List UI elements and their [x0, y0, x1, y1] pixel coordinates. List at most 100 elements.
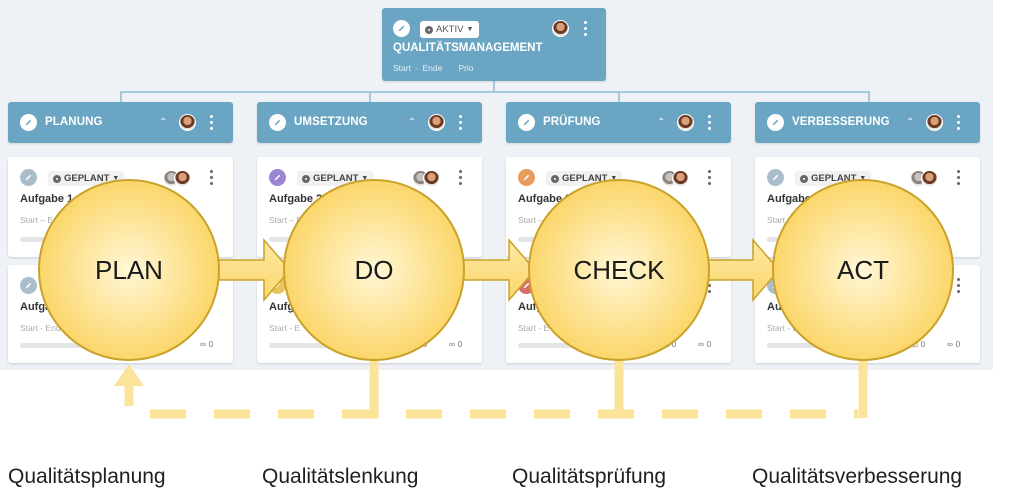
link-count[interactable]: ∞ 0	[947, 339, 960, 349]
more-options-icon[interactable]	[708, 115, 712, 130]
more-options-icon[interactable]	[708, 170, 712, 185]
link-count[interactable]: ∞ 0	[200, 339, 213, 349]
link-count-value: 0	[955, 339, 961, 349]
edit-pencil-icon[interactable]	[518, 114, 535, 131]
avatar[interactable]	[552, 20, 569, 37]
task-dates: Start - E	[518, 323, 550, 333]
edit-pencil-icon[interactable]	[20, 277, 37, 294]
chevron-up-icon[interactable]: ⌃	[159, 117, 168, 128]
column-header-2[interactable]: UMSETZUNG⌃	[257, 102, 482, 143]
assignee-avatars[interactable]	[163, 170, 197, 187]
status-dropdown[interactable]: AKTIV ▼	[420, 21, 480, 38]
edit-pencil-icon[interactable]	[518, 169, 535, 186]
more-options-icon[interactable]	[210, 170, 214, 185]
more-options-icon[interactable]	[459, 170, 463, 185]
comment-count-value: 0	[173, 339, 179, 349]
task-dates: Start – E	[20, 215, 54, 225]
avatar[interactable]	[179, 114, 196, 131]
edit-pencil-icon[interactable]	[393, 20, 410, 37]
link-count-value: 0	[457, 339, 463, 349]
edit-pencil-icon[interactable]	[767, 277, 784, 294]
comment-count[interactable]: □ 0	[166, 339, 178, 349]
more-options-icon[interactable]	[459, 278, 463, 293]
more-options-icon[interactable]	[957, 115, 961, 130]
root-meta-prio: Prio	[458, 63, 474, 73]
link-icon: ∞	[200, 339, 207, 349]
more-options-icon[interactable]	[708, 278, 712, 293]
progress-bar	[518, 343, 668, 348]
column-header-3[interactable]: PRÜFUNG ⌃	[506, 102, 731, 143]
root-node-card[interactable]: AKTIV ▼ QUALITÄTSMANAGEMENT Start - Ende…	[382, 8, 606, 81]
link-count[interactable]: ∞ 0	[698, 339, 711, 349]
edit-pencil-icon[interactable]	[20, 114, 37, 131]
chevron-up-icon[interactable]: ⌃	[408, 117, 417, 128]
task-title: Au	[767, 301, 782, 313]
more-options-icon[interactable]	[210, 115, 214, 130]
column-title: VERBESSERUNG	[792, 116, 890, 128]
more-options-icon[interactable]	[957, 278, 961, 293]
avatar[interactable]	[428, 114, 445, 131]
status-dot-icon	[800, 174, 808, 183]
avatar[interactable]	[677, 114, 694, 131]
edit-pencil-icon[interactable]	[767, 169, 784, 186]
column-header-4[interactable]: VERBESSERUNG ⌃	[755, 102, 980, 143]
column-header-1[interactable]: PLANUNG ⌃	[8, 102, 233, 143]
more-options-icon[interactable]	[584, 21, 588, 36]
chevron-down-icon: ▼	[859, 175, 867, 182]
task-dates: Start – E	[767, 215, 801, 225]
comment-count[interactable]: □ 0	[415, 339, 427, 349]
column-title: PLANUNG	[45, 116, 103, 128]
chevron-down-icon: ▼	[610, 175, 618, 182]
more-options-icon[interactable]	[210, 278, 214, 293]
progress-bar	[20, 343, 170, 348]
task-dates: Start - E	[269, 323, 301, 333]
status-dropdown[interactable]: GEPLANT▼	[48, 171, 125, 186]
link-icon: ∞	[698, 339, 705, 349]
edit-pencil-icon[interactable]	[767, 114, 784, 131]
edit-pencil-icon[interactable]	[518, 277, 535, 294]
chevron-down-icon: ▼	[361, 175, 369, 182]
column-title: PRÜFUNG	[543, 116, 601, 128]
edit-pencil-icon[interactable]	[269, 114, 286, 131]
more-options-icon[interactable]	[459, 115, 463, 130]
assignee-avatars[interactable]	[661, 170, 695, 187]
org-board: AKTIV ▼ QUALITÄTSMANAGEMENT Start - Ende…	[0, 0, 993, 370]
task-title: Aufga	[269, 301, 301, 313]
status-dropdown[interactable]: GEPLANT▼	[546, 171, 623, 186]
assignee-avatars[interactable]	[910, 170, 944, 187]
link-count[interactable]: ∞ 0	[449, 339, 462, 349]
progress-bar	[518, 237, 668, 242]
link-icon: ∞	[947, 339, 954, 349]
edit-pencil-icon[interactable]	[269, 169, 286, 186]
task-dates: Start – E	[518, 215, 552, 225]
chevron-up-icon[interactable]: ⌃	[657, 117, 666, 128]
status-label: GEPLANT	[562, 173, 608, 184]
edit-pencil-icon[interactable]	[20, 169, 37, 186]
status-dot-icon	[302, 174, 310, 183]
avatar	[423, 170, 440, 187]
task-card[interactable]: GEPLANT▼ Aufgabe 3 Start – E	[506, 157, 731, 257]
progress-bar	[269, 237, 419, 242]
chevron-up-icon[interactable]: ⌃	[906, 117, 915, 128]
chevron-down-icon: ▼	[466, 26, 474, 33]
comment-count[interactable]: □ 0	[913, 339, 925, 349]
status-dropdown[interactable]: GEPLANT▼	[795, 171, 872, 186]
link-icon: ∞	[449, 339, 456, 349]
edit-pencil-icon[interactable]	[269, 277, 286, 294]
chevron-down-icon: ▼	[112, 175, 120, 182]
task-title: Aufgabe 3	[518, 193, 572, 205]
status-label: GEPLANT	[811, 173, 857, 184]
avatar[interactable]	[926, 114, 943, 131]
comment-count[interactable]: □ 0	[664, 339, 676, 349]
caption-check: Qualitätsprüfung	[512, 465, 667, 488]
status-dropdown[interactable]: GEPLANT▼	[297, 171, 374, 186]
more-options-icon[interactable]	[957, 170, 961, 185]
assignee-avatars[interactable]	[412, 170, 446, 187]
